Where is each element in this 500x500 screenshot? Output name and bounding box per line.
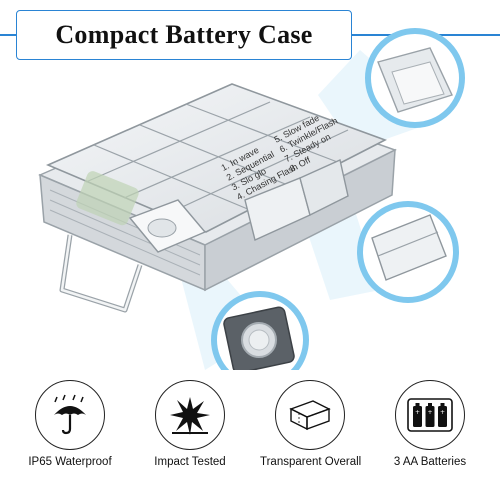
battery-case-scene: 1. In wave 2. Sequential 3. Slo glo 4. C… <box>38 28 465 370</box>
page-title: Compact Battery Case <box>55 20 313 49</box>
battery-icon: + + + <box>407 398 453 432</box>
latch-clips <box>244 159 349 241</box>
feature-transparent: Transparent Overall <box>260 380 362 468</box>
feature-label: IP65 Waterproof <box>28 456 112 468</box>
impact-burst-icon <box>170 397 210 435</box>
title-frame: Compact Battery Case <box>16 10 352 60</box>
svg-text:+: + <box>440 409 445 416</box>
feature-icon-circle <box>275 380 345 450</box>
feature-icon-circle <box>35 380 105 450</box>
battery-case <box>38 83 397 313</box>
callout-corner-detail <box>365 28 465 128</box>
switch-button <box>128 199 207 253</box>
svg-text:+: + <box>415 409 420 416</box>
feature-label: 3 AA Batteries <box>393 456 467 468</box>
feature-batteries: + + + 3 AA Batteries <box>380 380 480 468</box>
feature-waterproof: IP65 Waterproof <box>20 380 120 468</box>
svg-text:+: + <box>427 409 432 416</box>
feature-icon-circle <box>155 380 225 450</box>
feature-label: Impact Tested <box>154 456 226 468</box>
feature-icon-circle: + + + <box>395 380 465 450</box>
callout-button-detail <box>211 291 309 370</box>
title-line-left <box>0 34 16 36</box>
umbrella-rain-icon <box>54 394 86 435</box>
callout-latch-detail <box>357 201 459 303</box>
feature-impact: Impact Tested <box>140 380 240 468</box>
title-banner: Compact Battery Case <box>0 10 500 60</box>
transparent-box-icon <box>289 400 331 431</box>
feature-label: Transparent Overall <box>260 456 362 468</box>
